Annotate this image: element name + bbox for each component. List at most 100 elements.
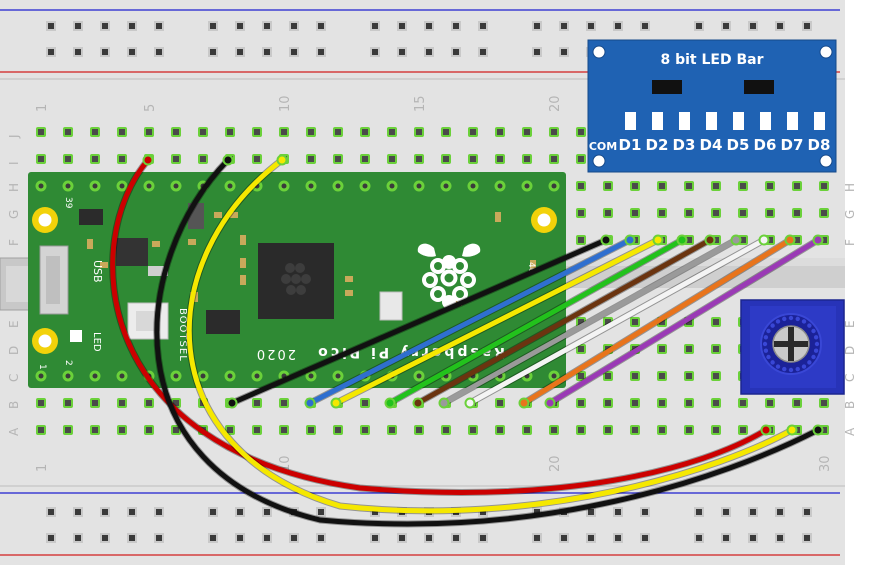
rail-hole <box>640 507 650 517</box>
rail-hole <box>694 533 704 543</box>
hole-center <box>821 183 827 189</box>
row-letter-h-right: H <box>843 183 857 192</box>
hole-center <box>686 346 692 352</box>
knob-tooth <box>770 323 775 328</box>
knob-tooth <box>763 348 769 353</box>
hole-center <box>632 373 638 379</box>
row-letter-g-right: G <box>843 210 857 219</box>
rail-hole <box>127 533 137 543</box>
hole-center <box>686 400 692 406</box>
hole-center <box>416 427 422 433</box>
led-bar-pin-com: COM <box>589 140 617 153</box>
hole-center <box>578 237 584 243</box>
knob-tooth <box>814 341 820 347</box>
hole-center <box>389 427 395 433</box>
rail-hole <box>397 533 407 543</box>
hole-center <box>578 427 584 433</box>
pico-pad-center <box>65 183 71 189</box>
hole-center <box>578 319 584 325</box>
wire-end <box>600 234 612 246</box>
led-bar-board <box>587 39 837 173</box>
hole-center <box>605 373 611 379</box>
pico-pads-top <box>35 180 560 192</box>
hole-center <box>335 129 341 135</box>
row-letter-e-right: E <box>843 320 857 328</box>
knob-tooth <box>795 366 800 372</box>
rail-hole <box>316 21 326 31</box>
rail-hole <box>73 47 83 57</box>
rail-hole <box>559 533 569 543</box>
wire-yellow <box>330 234 664 409</box>
led-segment <box>814 112 825 130</box>
rail-hole <box>235 21 245 31</box>
wire-end <box>518 397 530 409</box>
knob-tooth <box>807 323 812 328</box>
hole-center <box>92 129 98 135</box>
hole-center <box>173 427 179 433</box>
wire-end <box>276 154 288 166</box>
rail-hole <box>73 21 83 31</box>
knob-tooth <box>801 364 807 369</box>
hole-center <box>821 237 827 243</box>
row-letter-g-left: G <box>7 210 21 219</box>
knob-tooth <box>795 316 800 322</box>
hole-center <box>713 346 719 352</box>
col-num-1-top: 1 <box>35 104 50 112</box>
col-num-20-bottom: 20 <box>548 455 563 472</box>
row-letter-a-left: A <box>7 427 21 436</box>
wire-end <box>464 397 476 409</box>
hole-center <box>686 373 692 379</box>
hole-center <box>794 237 800 243</box>
pico-pad-center <box>38 373 44 379</box>
rail-hole <box>262 21 272 31</box>
rail-hole <box>262 47 272 57</box>
hole-center <box>659 400 665 406</box>
hole-center <box>578 373 584 379</box>
hole-center <box>281 400 287 406</box>
col-num-15-top: 15 <box>413 95 428 112</box>
rail-hole <box>46 507 56 517</box>
rail-hole <box>316 533 326 543</box>
row-letter-d-right: D <box>843 346 857 355</box>
wire-end <box>544 397 556 409</box>
hole-center <box>389 156 395 162</box>
rail-hole <box>235 507 245 517</box>
pico-pad-center <box>524 183 530 189</box>
rail-hole <box>289 47 299 57</box>
hole-center <box>470 427 476 433</box>
rail-hole <box>424 47 434 57</box>
hole-center <box>578 129 584 135</box>
pico-pad-center <box>200 373 206 379</box>
hole-center <box>416 156 422 162</box>
wire-white <box>464 234 770 409</box>
wire-brown <box>412 234 716 409</box>
pico-pad-center <box>416 373 422 379</box>
pico-pad-center <box>254 373 260 379</box>
hole-center <box>794 210 800 216</box>
hole-center <box>551 427 557 433</box>
hole-center <box>362 156 368 162</box>
wire-black <box>226 234 612 409</box>
knob-tooth <box>807 360 812 365</box>
rail-hole <box>802 21 812 31</box>
hole-center <box>470 129 476 135</box>
hole-center <box>713 319 719 325</box>
hole-center <box>335 427 341 433</box>
jumper-wires <box>109 154 824 528</box>
rail-hole <box>262 533 272 543</box>
row-letters-right: H G F E D C B A <box>843 183 857 436</box>
rail-hole <box>370 21 380 31</box>
rail-hole <box>559 21 569 31</box>
hole-center <box>38 400 44 406</box>
hole-center <box>686 319 692 325</box>
led-bar-pin-d4: D4 <box>700 136 723 154</box>
rail-hole <box>127 47 137 57</box>
rail-hole <box>478 533 488 543</box>
rail-hole <box>532 47 542 57</box>
pico-pad-center <box>308 183 314 189</box>
onboard-led <box>70 330 82 342</box>
knob-tooth <box>775 364 781 369</box>
wire-red <box>109 154 772 496</box>
hole-center <box>794 400 800 406</box>
knob-tooth <box>813 335 819 340</box>
